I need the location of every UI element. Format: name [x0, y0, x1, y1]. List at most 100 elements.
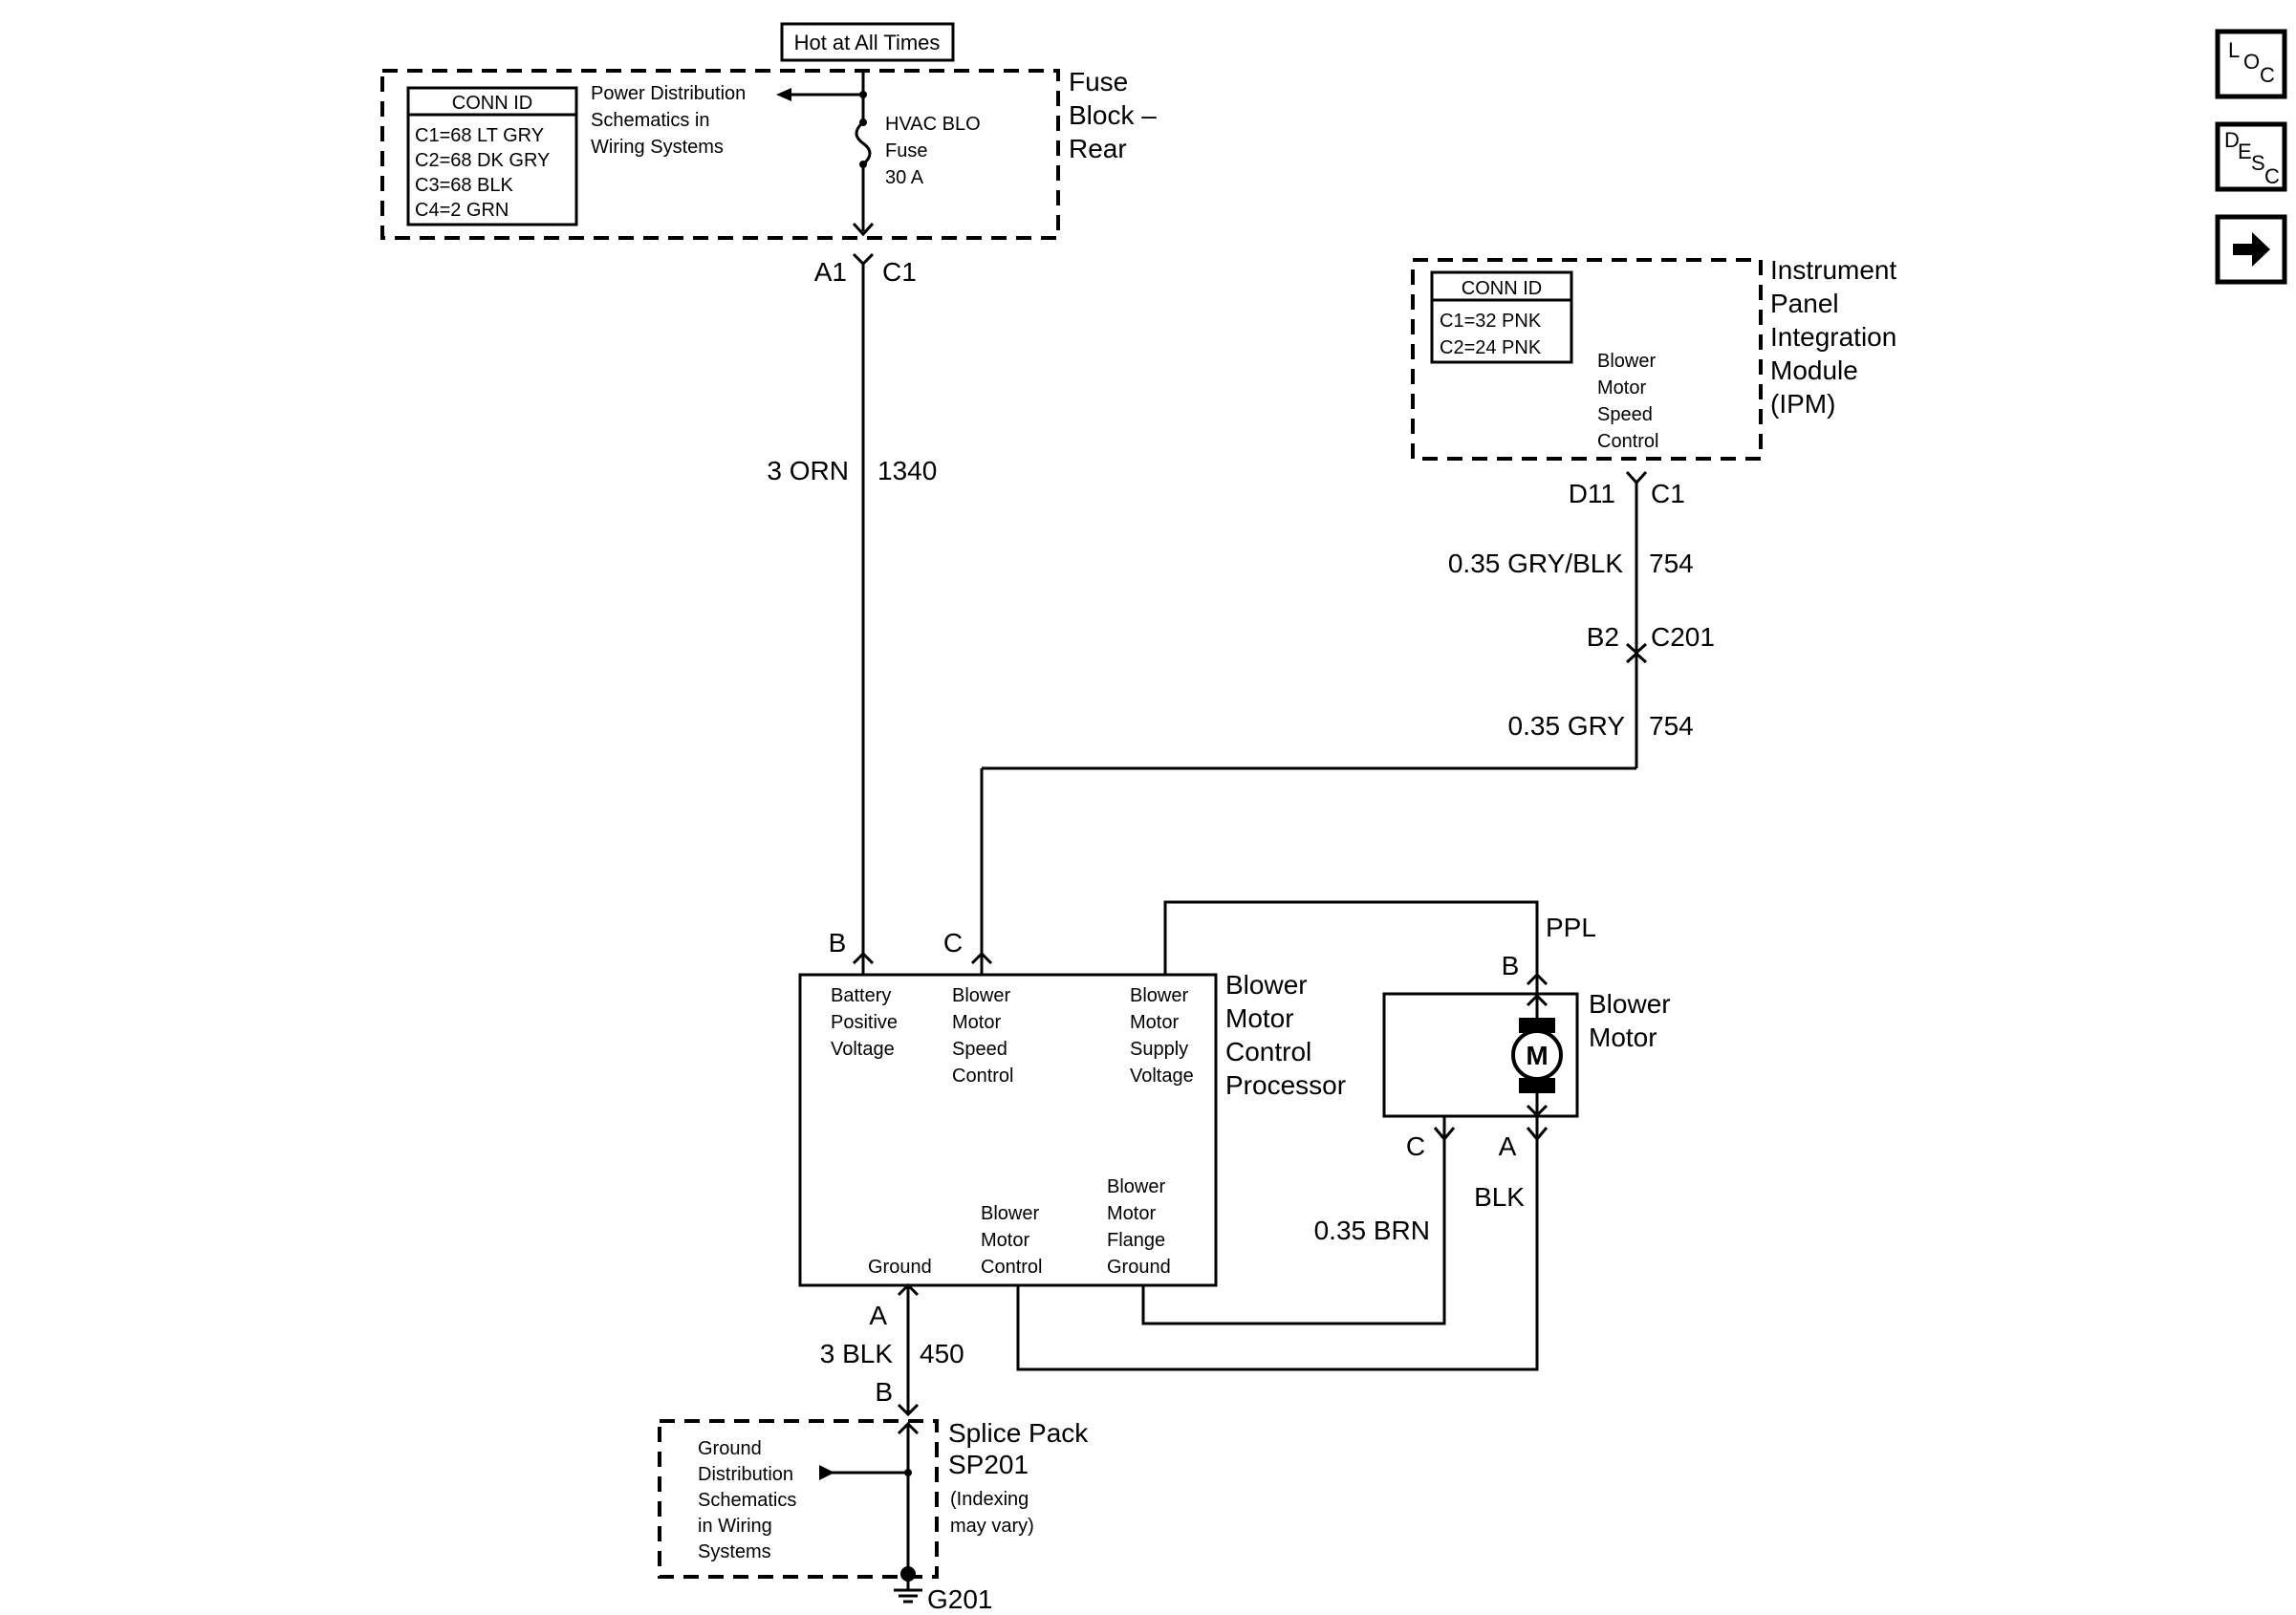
svg-text:(IPM): (IPM) [1770, 389, 1835, 419]
svg-text:3 ORN: 3 ORN [767, 456, 849, 485]
processor-pin-b: B [829, 928, 875, 975]
svg-text:Blower: Blower [1597, 351, 1656, 372]
svg-text:Block –: Block – [1069, 100, 1157, 130]
svg-text:Hot at All Times: Hot at All Times [794, 31, 941, 54]
svg-text:A: A [1499, 1131, 1517, 1161]
svg-text:Motor: Motor [1225, 1003, 1294, 1033]
svg-text:C1=68 LT GRY: C1=68 LT GRY [415, 125, 544, 146]
blower-motor-control-processor: B C Battery Positive Voltage Blower Moto… [798, 928, 1346, 1287]
svg-text:Power Distribution: Power Distribution [591, 83, 746, 104]
ipm-connector-d11-c1: D11 C1 [1569, 470, 1685, 508]
desc-button[interactable]: D E S C [2215, 121, 2287, 192]
svg-text:0.35 GRY: 0.35 GRY [1508, 711, 1626, 741]
svg-text:E: E [2238, 140, 2252, 163]
svg-text:Battery: Battery [831, 985, 891, 1006]
svg-text:Motor: Motor [1589, 1023, 1657, 1052]
svg-text:SP201: SP201 [948, 1450, 1029, 1479]
splice-pack-title: Splice Pack SP201 (Indexing may vary) [948, 1418, 1089, 1537]
svg-text:Speed: Speed [952, 1039, 1007, 1060]
svg-text:B: B [829, 928, 847, 958]
svg-text:CONN ID: CONN ID [452, 93, 532, 114]
ipm-title: Instrument Panel Integration Module (IPM… [1770, 255, 1896, 419]
blower-motor-symbol: M [1511, 993, 1563, 1118]
svg-text:Blower: Blower [1589, 989, 1671, 1019]
svg-text:D: D [2224, 128, 2240, 152]
svg-text:A: A [869, 1301, 887, 1330]
svg-text:Control: Control [1597, 431, 1658, 452]
svg-text:C201: C201 [1651, 622, 1715, 652]
svg-text:Module: Module [1770, 355, 1858, 385]
svg-text:Ground: Ground [698, 1438, 762, 1459]
svg-text:Flange: Flange [1107, 1230, 1165, 1251]
svg-text:S: S [2251, 151, 2265, 175]
svg-text:Systems: Systems [698, 1541, 771, 1562]
next-button[interactable] [2215, 214, 2287, 285]
motor-pin-b: B [1502, 951, 1549, 994]
svg-text:Speed: Speed [1597, 404, 1653, 425]
motor-pin-a: A [1499, 1116, 1549, 1161]
svg-text:Motor: Motor [981, 1230, 1029, 1251]
motor-pin-c: C [1406, 1116, 1456, 1161]
processor-title: Blower Motor Control Processor [1225, 970, 1346, 1100]
svg-text:Integration: Integration [1770, 322, 1896, 352]
svg-text:Fuse: Fuse [885, 140, 927, 162]
svg-text:A1: A1 [814, 257, 847, 287]
fuse-block-rear: CONN ID C1=68 LT GRY C2=68 DK GRY C3=68 … [380, 67, 1157, 240]
svg-text:M: M [1526, 1041, 1548, 1070]
fuse-block-title: Fuse Block – Rear [1069, 67, 1157, 163]
svg-text:Wiring Systems: Wiring Systems [591, 137, 724, 158]
wire-0-35-brn: 0.35 BRN [1141, 1139, 1446, 1325]
svg-text:Panel: Panel [1770, 289, 1839, 318]
svg-text:Blower: Blower [1130, 985, 1188, 1006]
ground-wire-3-blk-450: A 3 BLK 450 B [820, 1282, 964, 1417]
svg-text:Rear: Rear [1069, 134, 1127, 163]
svg-text:C1: C1 [1651, 479, 1685, 508]
processor-pin-c: C [943, 928, 993, 975]
svg-text:(Indexing: (Indexing [950, 1489, 1029, 1510]
power-distribution-reference[interactable]: Power Distribution Schematics in Wiring … [591, 83, 863, 158]
loc-button[interactable]: L O C [2215, 29, 2287, 99]
svg-text:1340: 1340 [877, 456, 937, 485]
svg-text:Control: Control [1225, 1037, 1311, 1066]
svg-text:Distribution: Distribution [698, 1464, 793, 1485]
svg-text:Ground: Ground [868, 1257, 932, 1278]
svg-text:0.35 BRN: 0.35 BRN [1314, 1216, 1430, 1245]
svg-text:CONN ID: CONN ID [1462, 278, 1542, 299]
blower-motor: M Blower Motor B C A [1382, 951, 1671, 1161]
svg-text:Processor: Processor [1225, 1070, 1346, 1100]
svg-text:C: C [2264, 164, 2280, 188]
svg-text:Motor: Motor [1130, 1012, 1179, 1033]
svg-text:may vary): may vary) [950, 1516, 1034, 1537]
wire-3-orn-1340: 3 ORN 1340 [767, 264, 937, 956]
svg-text:L: L [2228, 38, 2240, 62]
svg-text:Fuse: Fuse [1069, 67, 1128, 97]
svg-text:C4=2 GRN: C4=2 GRN [415, 200, 509, 221]
svg-text:G201: G201 [927, 1584, 993, 1610]
svg-text:C1=32 PNK: C1=32 PNK [1440, 311, 1542, 332]
svg-text:Supply: Supply [1130, 1039, 1188, 1060]
svg-text:in Wiring: in Wiring [698, 1516, 772, 1537]
svg-text:Schematics: Schematics [698, 1490, 796, 1511]
svg-text:Motor: Motor [1597, 377, 1646, 398]
ground-g201: G201 [894, 1574, 993, 1614]
svg-text:D11: D11 [1569, 479, 1615, 508]
svg-text:Splice Pack: Splice Pack [948, 1418, 1089, 1448]
svg-text:Positive: Positive [831, 1012, 898, 1033]
svg-text:C2=24 PNK: C2=24 PNK [1440, 337, 1542, 358]
right-arrow-icon [2233, 232, 2270, 267]
svg-text:Voltage: Voltage [1130, 1066, 1194, 1087]
fuse-block-conn-id-table: CONN ID C1=68 LT GRY C2=68 DK GRY C3=68 … [406, 86, 578, 226]
wire-blk: BLK [1016, 1139, 1539, 1371]
svg-text:3 BLK: 3 BLK [820, 1339, 894, 1368]
svg-text:C: C [2260, 63, 2275, 87]
svg-text:0.35 GRY/BLK: 0.35 GRY/BLK [1448, 549, 1623, 578]
instrument-panel-integration-module: CONN ID C1=32 PNK C2=24 PNK Blower Motor… [1411, 255, 1896, 461]
svg-text:Blower: Blower [1225, 970, 1308, 1000]
svg-text:Motor: Motor [1107, 1203, 1156, 1224]
svg-text:B2: B2 [1587, 622, 1619, 652]
splice-pack-sp201: Ground Distribution Schematics in Wiring… [658, 1418, 1089, 1582]
ground-distribution-reference[interactable]: Ground Distribution Schematics in Wiring… [698, 1438, 796, 1562]
svg-text:754: 754 [1649, 549, 1694, 578]
svg-text:Blower: Blower [952, 985, 1010, 1006]
